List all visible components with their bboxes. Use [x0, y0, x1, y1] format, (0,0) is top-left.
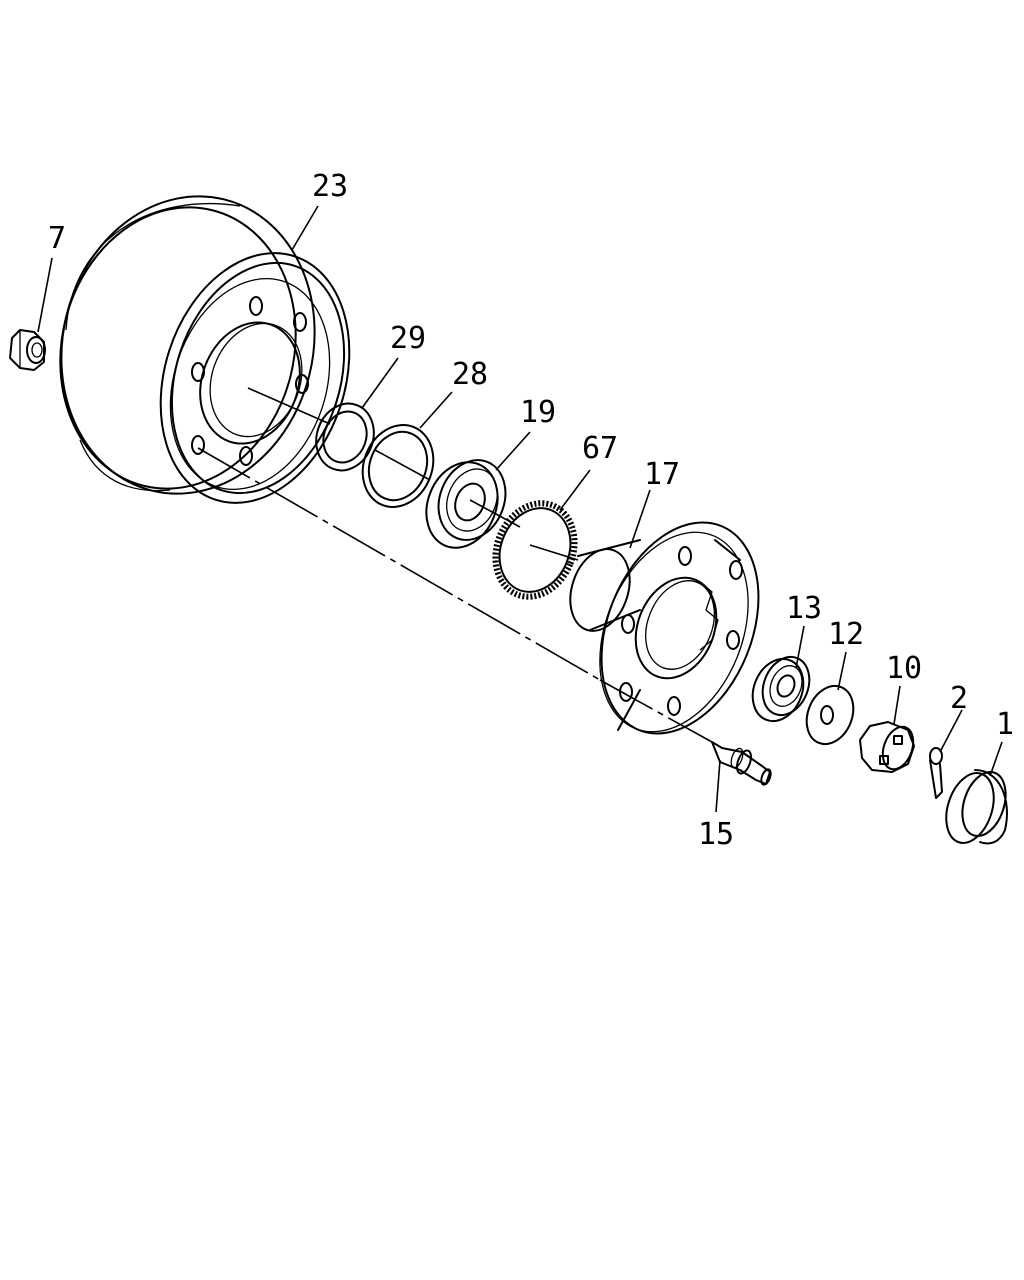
callout-19: 19 [520, 395, 556, 430]
callout-10: 10 [886, 651, 922, 686]
part-7-wheel-nut [9, 329, 46, 371]
callout-17: 17 [644, 457, 680, 492]
callout-labels: 23 7 29 28 19 67 17 13 12 10 2 1 15 [48, 169, 1014, 852]
callout-2: 2 [950, 681, 968, 716]
part-19-bearing [425, 459, 507, 549]
callout-7: 7 [48, 221, 66, 256]
callout-28: 28 [452, 357, 488, 392]
part-17-hub [569, 521, 760, 735]
callout-1: 1 [996, 707, 1014, 742]
callout-29: 29 [390, 321, 426, 356]
part-12-washer [805, 684, 855, 746]
part-1-hub-cap [945, 769, 1008, 845]
callout-67: 67 [582, 431, 618, 466]
part-2-cotter-pin [929, 747, 943, 799]
part-28-oil-seal [361, 424, 435, 508]
part-15-wheel-stud [711, 741, 772, 786]
callout-15: 15 [698, 817, 734, 852]
part-23-brake-drum [59, 195, 351, 504]
callout-13: 13 [786, 591, 822, 626]
callout-23: 23 [312, 169, 348, 204]
part-67-tone-ring [492, 500, 578, 600]
part-10-castle-nut [859, 721, 915, 773]
callout-12: 12 [828, 617, 864, 652]
callout-leader-lines [37, 205, 1003, 813]
part-29-seal-ring [315, 402, 375, 472]
